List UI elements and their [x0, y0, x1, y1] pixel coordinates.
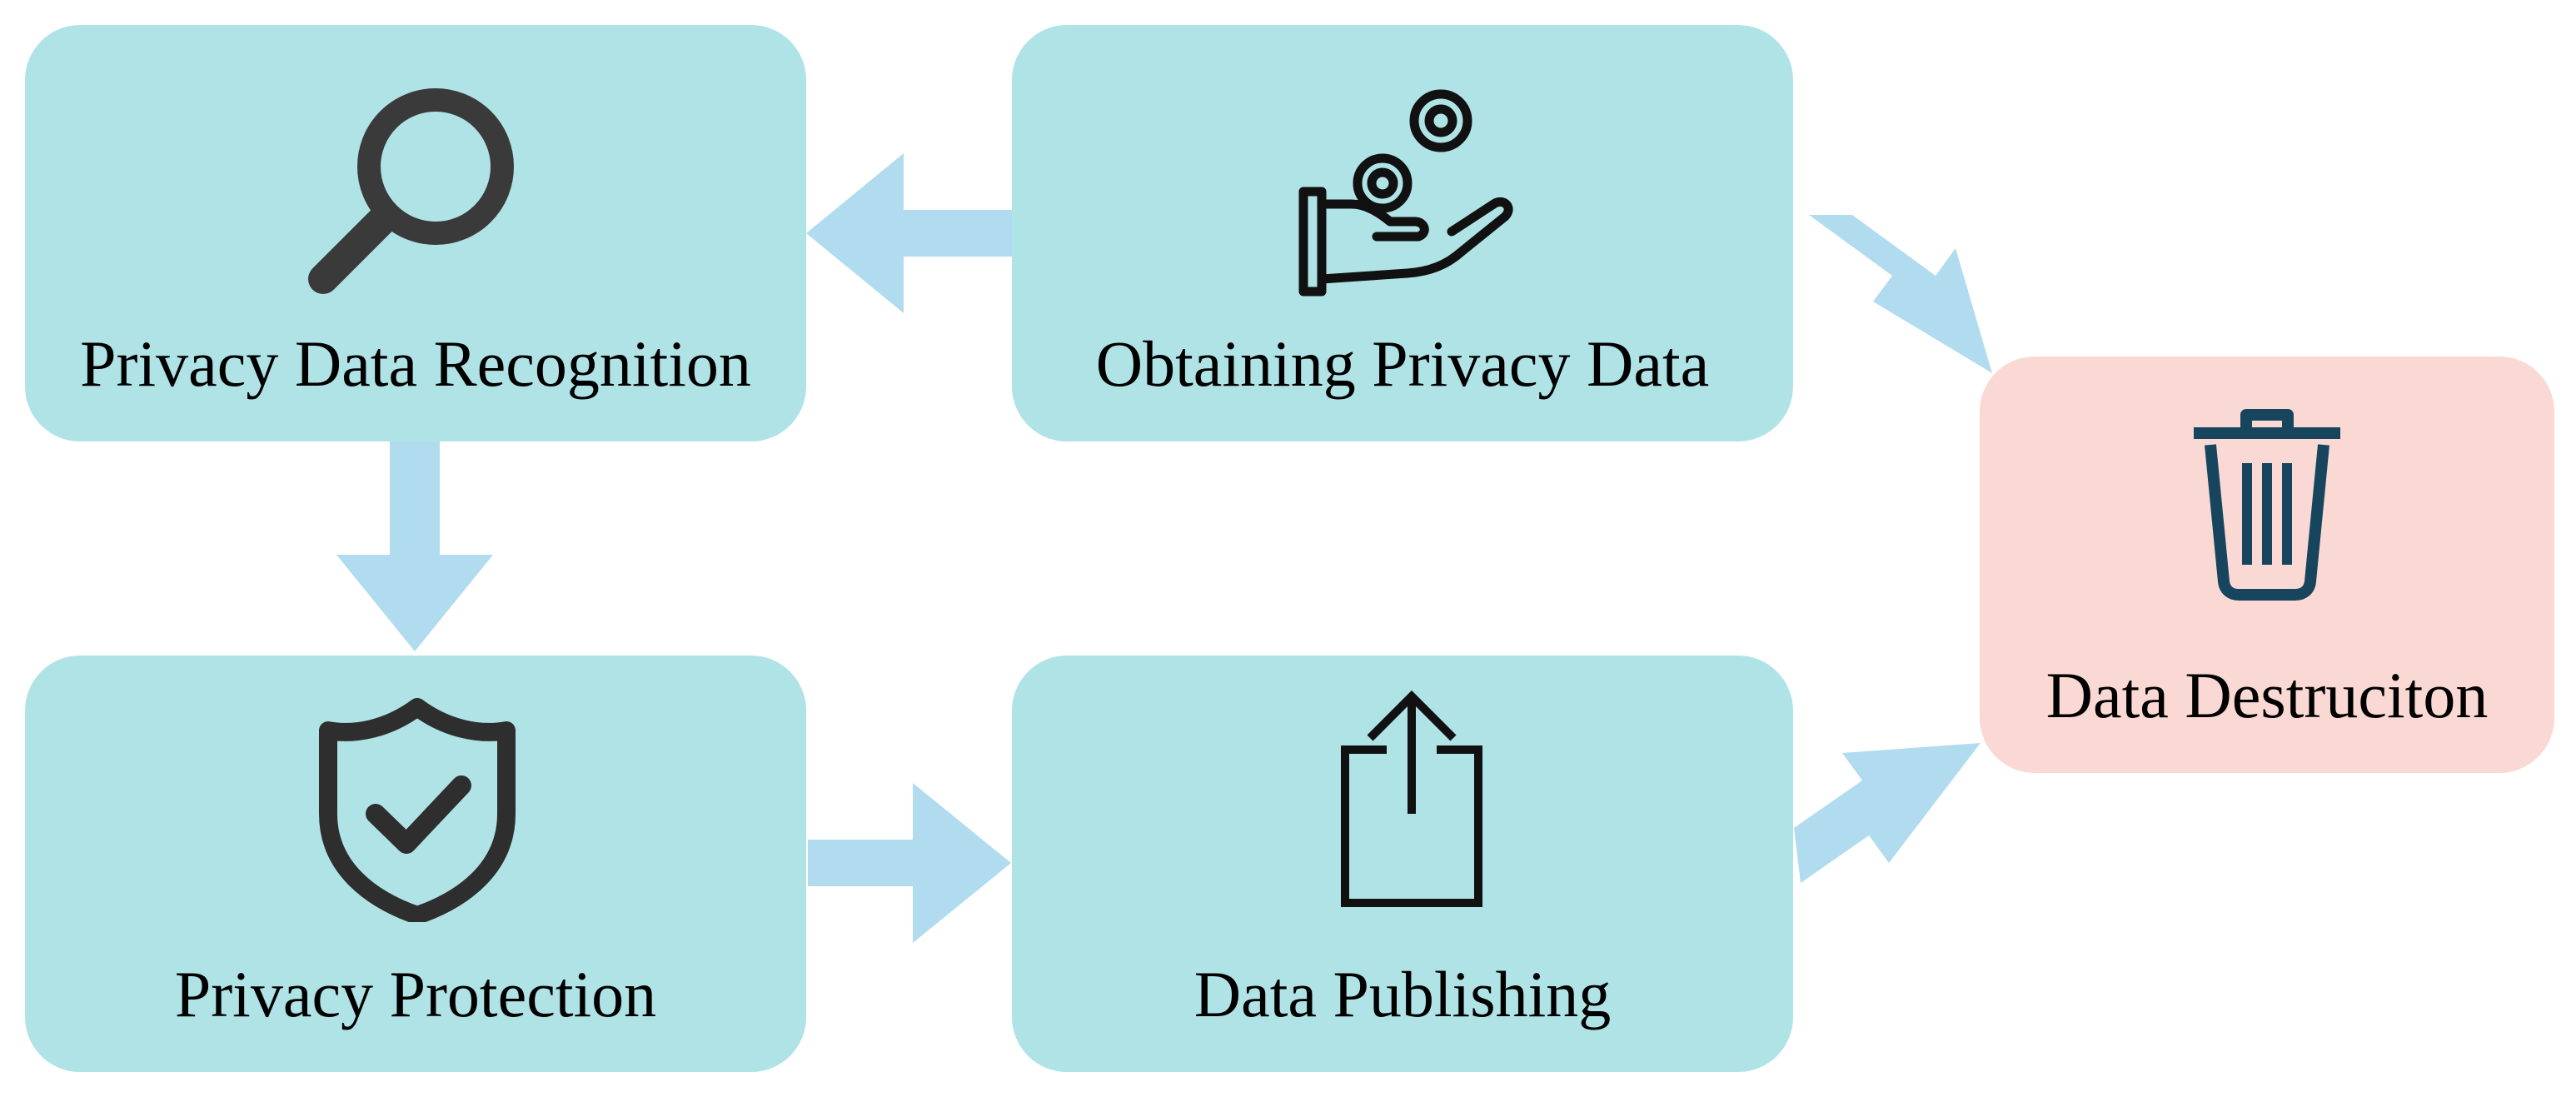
- shield-check-icon: [319, 698, 516, 922]
- arrow-protection-to-publishing: [808, 783, 1011, 943]
- arrow-recognition-to-protection: [336, 441, 493, 651]
- arrow-obtaining-to-recognition: [806, 153, 1012, 313]
- node-label: Data Publishing: [1193, 958, 1612, 1030]
- node-obtaining-privacy-data: Obtaining Privacy Data: [1012, 25, 1793, 441]
- share-upload-icon: [1341, 690, 1482, 907]
- hand-coins-icon: [1298, 89, 1513, 297]
- node-data-publishing: Data Publishing: [1012, 656, 1793, 1072]
- magnifier-icon: [308, 88, 514, 294]
- trash-icon: [2194, 409, 2340, 601]
- arrow-obtaining-to-destruction: [1809, 215, 1992, 373]
- node-label: Data Destruciton: [2045, 659, 2489, 731]
- node-privacy-data-recognition: Privacy Data Recognition: [25, 25, 806, 441]
- node-label: Privacy Protection: [174, 958, 657, 1030]
- node-label: Obtaining Privacy Data: [1095, 327, 1710, 400]
- node-data-destruction: Data Destruciton: [1980, 357, 2554, 773]
- node-privacy-protection: Privacy Protection: [25, 656, 806, 1072]
- arrow-publishing-to-destruction: [1794, 743, 1981, 883]
- node-label: Privacy Data Recognition: [80, 327, 751, 400]
